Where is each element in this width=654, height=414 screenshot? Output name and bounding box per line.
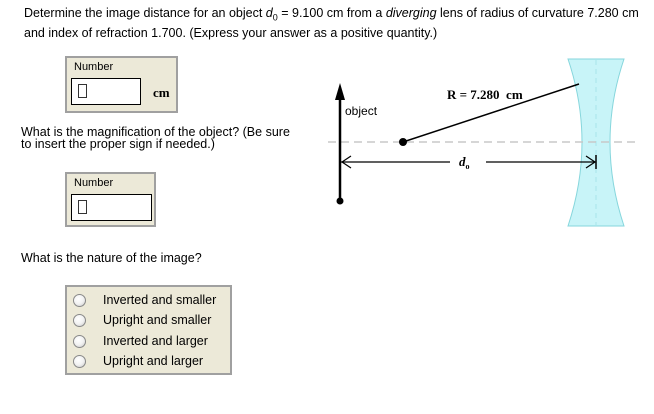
magnification-input[interactable] xyxy=(71,194,152,221)
option-label: Upright and larger xyxy=(103,354,204,368)
number-label: Number xyxy=(74,61,114,73)
number-label: Number xyxy=(74,177,114,189)
q1-text-part: = 9.100 cm from a xyxy=(277,6,386,20)
object-arrow-head xyxy=(335,83,345,100)
text-cursor-icon xyxy=(78,84,87,98)
image-distance-input[interactable] xyxy=(71,78,141,105)
question-3-text: What is the nature of the image? xyxy=(21,251,202,265)
option-inverted-smaller[interactable]: Inverted and smaller xyxy=(73,290,216,310)
question-1-text: Determine the image distance for an obje… xyxy=(24,6,644,41)
image-nature-options: Inverted and smaller Upright and smaller… xyxy=(65,285,232,375)
question-2-text: What is the magnification of the object?… xyxy=(21,125,290,151)
distance-label: do xyxy=(459,154,470,171)
option-label: Inverted and larger xyxy=(103,334,208,348)
option-label: Inverted and smaller xyxy=(103,293,217,307)
distance-arrow-left-icon xyxy=(340,155,352,169)
option-inverted-larger[interactable]: Inverted and larger xyxy=(73,331,208,351)
text-cursor-icon xyxy=(78,200,87,214)
center-of-curvature-dot xyxy=(399,138,407,146)
q1-text-part: Determine the image distance for an obje… xyxy=(24,6,266,20)
radio-button[interactable] xyxy=(73,354,86,368)
unit-label: cm xyxy=(153,85,170,100)
object-base-dot xyxy=(336,197,344,205)
radio-button[interactable] xyxy=(73,334,86,348)
diverging-emphasis: diverging xyxy=(385,6,437,20)
radius-line xyxy=(402,83,580,143)
option-upright-smaller[interactable]: Upright and smaller xyxy=(73,310,211,330)
object-label: object xyxy=(345,104,378,118)
radio-button[interactable] xyxy=(73,313,86,327)
q1-text-part: lens of radius of curvature 7.280 cm and… xyxy=(24,6,639,40)
d0-symbol: d xyxy=(265,6,273,20)
option-upright-larger[interactable]: Upright and larger xyxy=(73,351,203,371)
distance-arrow-right-icon xyxy=(585,155,597,169)
magnification-panel: Number xyxy=(65,172,156,227)
radius-label: R = 7.280 cm xyxy=(447,87,523,102)
radio-button[interactable] xyxy=(73,293,86,307)
d0-subscript: 0 xyxy=(272,12,278,23)
image-distance-panel: Number cm xyxy=(65,56,178,113)
option-label: Upright and smaller xyxy=(103,313,212,327)
